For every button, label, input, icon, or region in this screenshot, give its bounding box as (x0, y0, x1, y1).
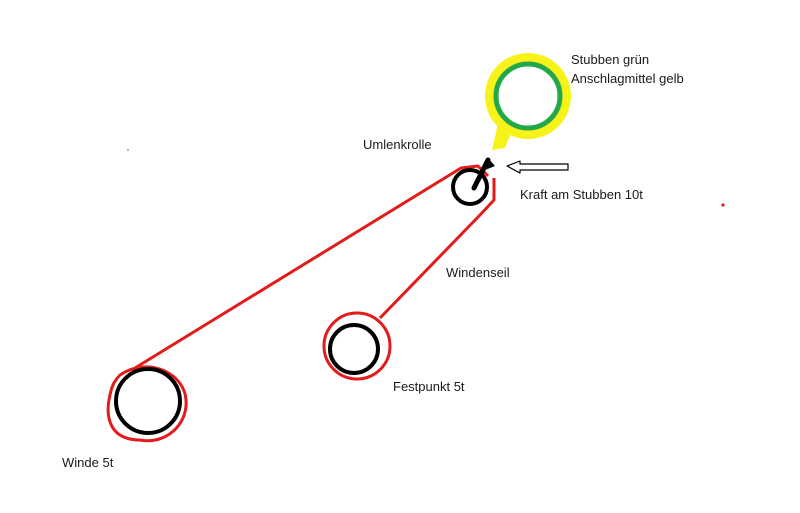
winch-label: Winde 5t (62, 455, 114, 470)
anchor-point (322, 311, 392, 381)
anchor-label: Festpunkt 5t (393, 379, 465, 394)
stray-red-dot (721, 203, 725, 207)
force-label: Kraft am Stubben 10t (520, 187, 643, 202)
pulley (451, 157, 495, 206)
rope-winch-to-pulley (134, 164, 490, 370)
force-arrow (506, 160, 569, 174)
rope-pulley-to-anchor (378, 178, 496, 320)
sling-label: Anschlagmittel gelb (571, 71, 684, 86)
stray-dot (127, 149, 129, 151)
cable-label: Windenseil (446, 265, 510, 280)
stump-label: Stubben grün (571, 52, 650, 67)
stump (493, 61, 563, 131)
winch-drum (106, 365, 188, 443)
pulley-label: Umlenkrolle (363, 137, 432, 152)
sling (485, 53, 571, 150)
